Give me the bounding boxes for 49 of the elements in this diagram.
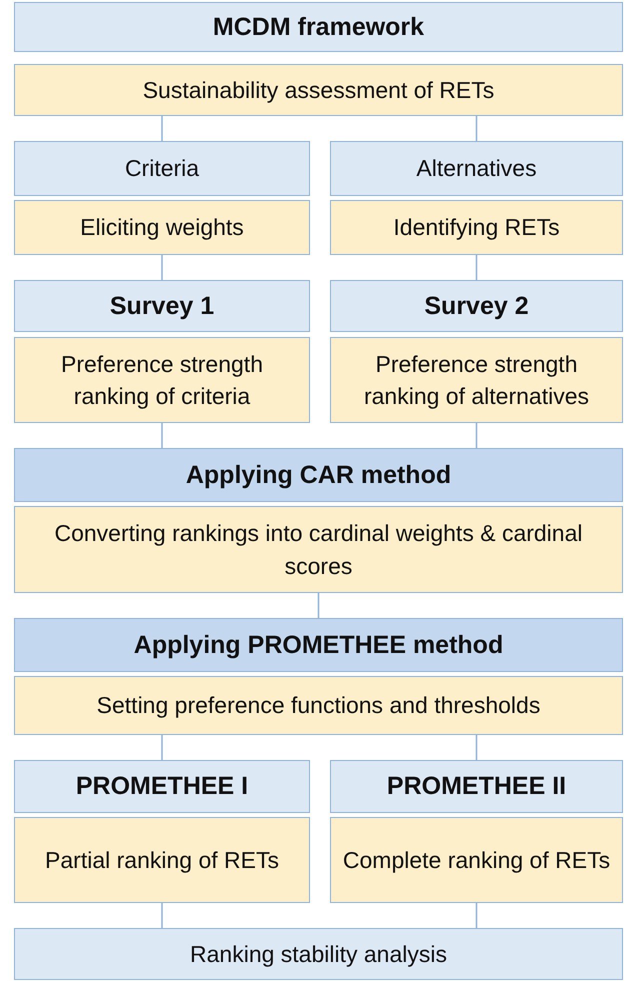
process-box [14, 448, 623, 502]
connector-line [161, 116, 163, 141]
connector-line [476, 423, 478, 448]
box-text: Complete ranking of RETs [342, 846, 612, 875]
process-box [330, 141, 623, 196]
connector-line [476, 903, 478, 928]
box-text: Survey 2 [423, 290, 530, 322]
process-box [14, 760, 310, 813]
connector-line [161, 423, 163, 448]
connector-line [476, 735, 478, 760]
connector-line [161, 903, 163, 928]
process-box [14, 64, 623, 116]
process-box [14, 2, 623, 52]
process-box [14, 141, 310, 196]
box-text: PROMETHEE II [386, 771, 568, 802]
box-text: Setting preference functions and thresholds [96, 691, 542, 720]
process-box [14, 280, 310, 332]
process-box [14, 506, 623, 593]
box-text: Converting rankings into cardinal weights & cardinal scores [53, 519, 584, 580]
box-text: Survey 1 [108, 290, 216, 322]
box-text: Eliciting weights [79, 213, 245, 242]
box-text: Criteria [124, 154, 200, 184]
box-text: Sustainability assessment of RETs [142, 76, 496, 105]
connector-line [318, 593, 320, 618]
box-text: MCDM framework [212, 12, 426, 42]
connector-line [161, 735, 163, 760]
connector-line [476, 255, 478, 280]
process-box [330, 337, 623, 423]
process-box [330, 760, 623, 813]
box-text: Partial ranking of RETs [44, 846, 280, 875]
process-box [14, 928, 623, 980]
process-box [330, 817, 623, 903]
connector-line [476, 116, 478, 141]
box-text: Applying CAR method [184, 460, 452, 490]
process-box [14, 676, 623, 735]
box-text: Ranking stability analysis [189, 940, 448, 969]
box-text: Preference strength ranking of alternatives [362, 350, 590, 411]
box-text: Preference strength ranking of criteria [60, 350, 264, 411]
process-box [14, 200, 310, 255]
box-text: Applying PROMETHEE method [132, 630, 504, 660]
connector-line [161, 255, 163, 280]
process-box [330, 200, 623, 255]
box-text: Alternatives [415, 154, 538, 184]
process-box [14, 618, 623, 672]
process-box [14, 337, 310, 423]
process-box [330, 280, 623, 332]
process-box [14, 817, 310, 903]
box-text: PROMETHEE I [74, 771, 250, 802]
box-text: Identifying RETs [392, 213, 561, 242]
